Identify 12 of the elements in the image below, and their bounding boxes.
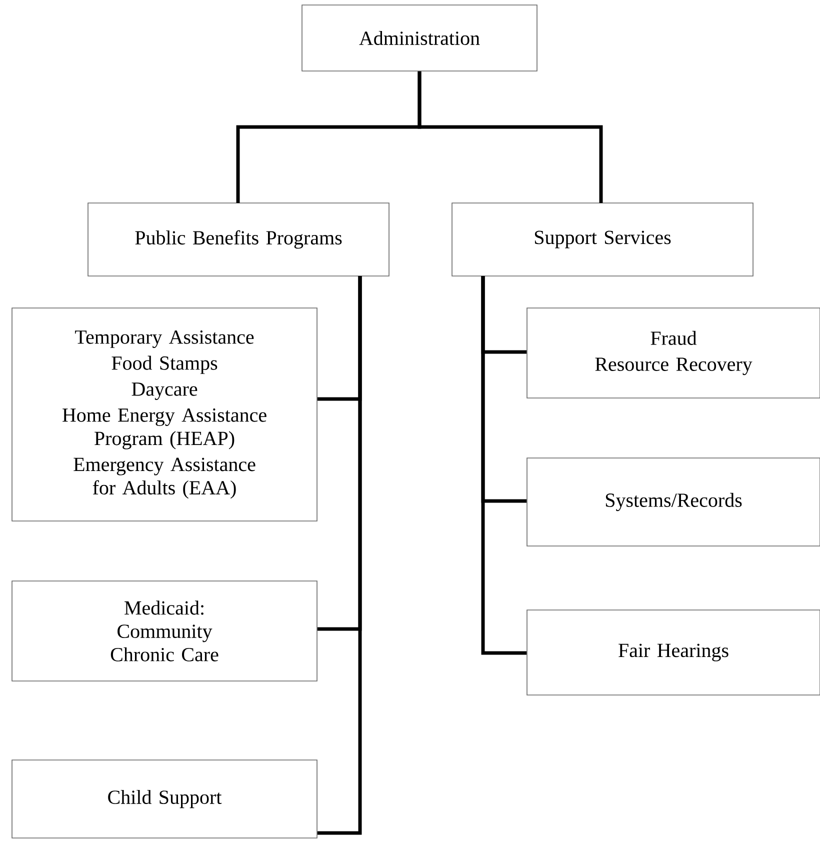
connector-line — [418, 71, 603, 203]
org-box: Fraud Resource Recovery — [526, 308, 820, 398]
org-box: Medicaid: Community Chronic Care — [12, 580, 318, 682]
org-box: Public Benefits Programs — [88, 202, 390, 276]
org-box: Systems/Records — [526, 458, 820, 546]
connector-line — [481, 276, 527, 655]
connector-line — [317, 276, 362, 835]
org-box: Support Services — [452, 202, 754, 276]
org-box: Child Support — [12, 760, 318, 838]
org-box: Administration — [302, 4, 538, 72]
org-box: Temporary Assistance Food Stamps Daycare Home Energy Assistance Program (HEAP) Emergency Assistance for Adults (EAA) — [12, 308, 318, 522]
org-box: Fair Hearings — [526, 610, 820, 696]
